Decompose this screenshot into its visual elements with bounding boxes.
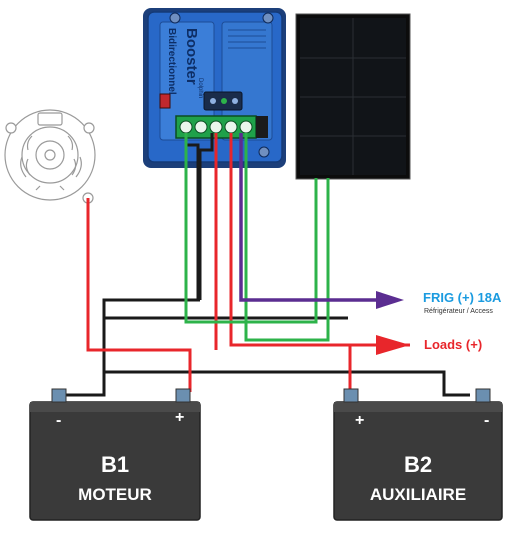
alternator-icon	[4, 109, 96, 204]
b2-positive-terminal: +	[355, 412, 364, 429]
solar-panel-icon	[295, 13, 411, 180]
loads-arrow-head	[376, 335, 410, 355]
green-wires	[184, 133, 330, 342]
frig-sublabel: Réfrigérateur / Access	[424, 308, 493, 315]
b1-negative-terminal: -	[56, 412, 61, 429]
dc-dc-booster-icon: Booster Bidirectionnel Dolphin	[143, 8, 286, 168]
booster-subtitle: Bidirectionnel	[166, 28, 177, 95]
battery-b2: + - B2 AUXILIAIRE	[333, 388, 503, 521]
purple-wire	[239, 133, 380, 302]
b2-name: B2	[404, 452, 432, 477]
battery-b1: - + B1 MOTEUR	[29, 388, 201, 521]
b1-positive-terminal: +	[175, 409, 184, 426]
booster-brand: Dolphin	[197, 78, 203, 98]
frig-label: FRIG (+) 18A	[423, 290, 502, 305]
b1-role: MOTEUR	[78, 485, 152, 504]
booster-title: Booster	[183, 28, 200, 85]
b1-name: B1	[101, 452, 129, 477]
b2-role: AUXILIAIRE	[370, 485, 466, 504]
red-wires	[86, 133, 410, 392]
frig-arrow-head	[376, 291, 404, 309]
loads-label: Loads (+)	[424, 337, 482, 352]
b2-negative-terminal: -	[484, 412, 489, 429]
